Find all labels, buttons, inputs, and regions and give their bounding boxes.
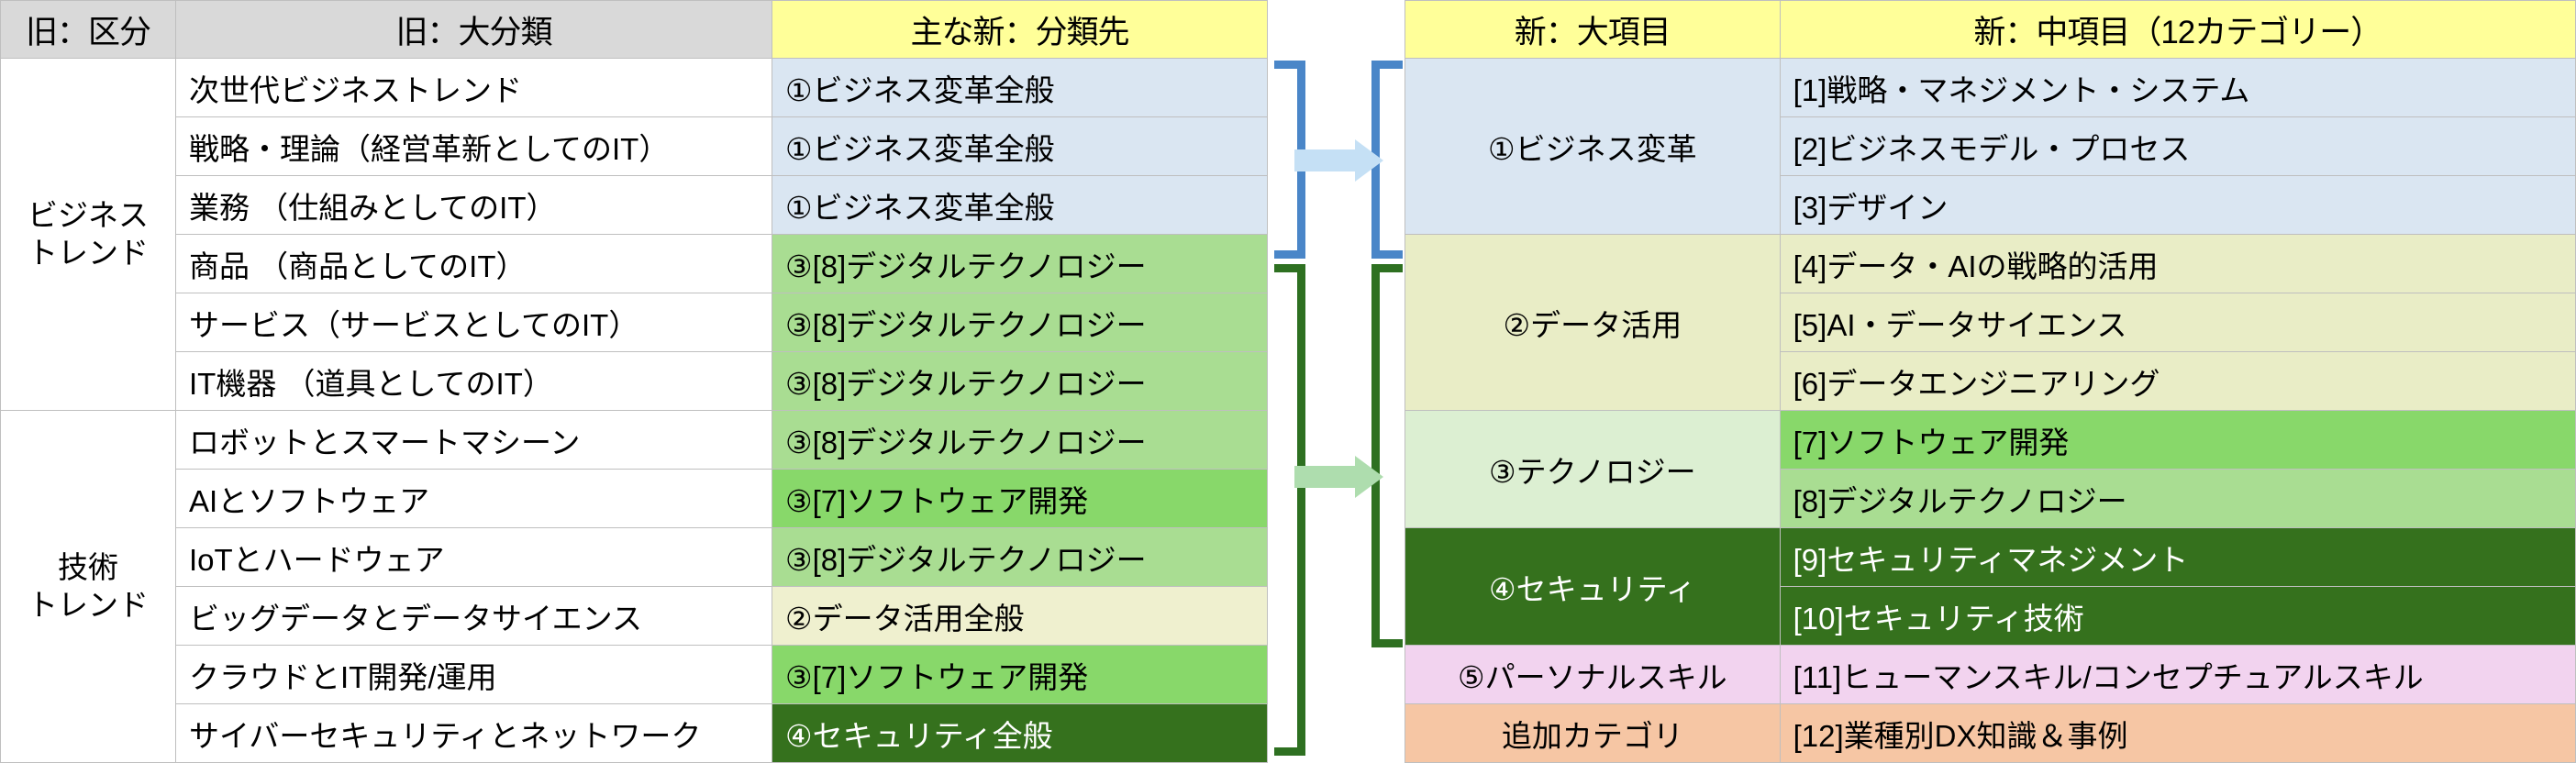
old-category-cell: 業務 （仕組みとしてのIT） (175, 175, 772, 235)
table-row: クラウドとIT開発/運用 ③[7]ソフトウェア開発 (1, 645, 1268, 704)
old-category-cell: ロボットとスマートマシーン (175, 410, 772, 470)
group-label-line2: トレンド (28, 235, 149, 270)
table-row: [5]AI・データサイエンス (1405, 293, 2576, 352)
middle-item-cell: [10]セキュリティ技術 (1779, 586, 2576, 646)
old-category-cell: AIとソフトウェア (175, 469, 772, 528)
new-destination-cell: ①ビジネス変革全般 (772, 58, 1268, 117)
new-destination-cell: ③[8]デジタルテクノロジー (772, 234, 1268, 293)
new-destination-cell: ④セキュリティ全般 (772, 703, 1268, 763)
new-destination-cell: ③[8]デジタルテクノロジー (772, 527, 1268, 587)
table-row: ビッグデータとデータサイエンス ②データ活用全般 (1, 586, 1268, 646)
table-row: AIとソフトウェア ③[7]ソフトウェア開発 (1, 469, 1268, 528)
middle-item-cell: [4]データ・AIの戦略的活用 (1779, 234, 2576, 293)
table-row: サイバーセキュリティとネットワーク ④セキュリティ全般 (1, 703, 1268, 763)
major-item-cell: ③テクノロジー (1405, 410, 1781, 528)
major-item-cell: ⑤パーソナルスキル (1405, 645, 1781, 704)
table-row: [3]デザイン (1405, 175, 2576, 235)
group-label-line2: トレンド (28, 587, 149, 622)
new-destination-cell: ③[8]デジタルテクノロジー (772, 351, 1268, 411)
table-row: [2]ビジネスモデル・プロセス (1405, 116, 2576, 176)
table-row: IoTとハードウェア ③[8]デジタルテクノロジー (1, 527, 1268, 587)
table-row: [8]デジタルテクノロジー (1405, 469, 2576, 528)
table-row: ③テクノロジー [7]ソフトウェア開発 (1405, 410, 2576, 528)
table-row: 業務 （仕組みとしてのIT） ①ビジネス変革全般 (1, 175, 1268, 235)
old-category-cell: サイバーセキュリティとネットワーク (175, 703, 772, 763)
blue-mapping-arrow-icon (1294, 139, 1383, 182)
old-category-cell: IoTとハードウェア (175, 527, 772, 587)
old-category-cell: IT機器 （道具としてのIT） (175, 351, 772, 411)
middle-item-cell: [11]ヒューマンスキル/コンセプチュアルスキル (1779, 645, 2576, 704)
green-bracket-left (1274, 264, 1305, 756)
group-cell-technology-trend: 技術 トレンド (0, 410, 176, 763)
middle-item-cell: [3]デザイン (1779, 175, 2576, 235)
major-item-cell: ④セキュリティ (1405, 527, 1781, 646)
middle-item-cell: [5]AI・データサイエンス (1779, 293, 2576, 352)
old-classification-table: 旧：区分 旧：大分類 主な新：分類先 ビジネス トレンド 次世代ビジネストレンド… (0, 0, 1268, 763)
old-category-cell: ビッグデータとデータサイエンス (175, 586, 772, 646)
left-table-header-row: 旧：区分 旧：大分類 主な新：分類先 (0, 0, 1268, 59)
new-destination-cell: ①ビジネス変革全般 (772, 116, 1268, 176)
middle-item-cell: [6]データエンジニアリング (1779, 351, 2576, 411)
table-row: ④セキュリティ [9]セキュリティマネジメント (1405, 527, 2576, 646)
new-destination-cell: ③[8]デジタルテクノロジー (772, 293, 1268, 352)
middle-item-cell: [12]業種別DX知識＆事例 (1779, 703, 2576, 763)
new-destination-cell: ③[8]デジタルテクノロジー (772, 410, 1268, 470)
old-category-cell: 商品 （商品としてのIT） (175, 234, 772, 293)
table-row: ⑤パーソナルスキル [11]ヒューマンスキル/コンセプチュアルスキル (1405, 645, 2576, 704)
table-row: [10]セキュリティ技術 (1405, 586, 2576, 646)
new-classification-table: 新：大項目 新：中項目（12カテゴリー） ①ビジネス変革 [1]戦略・マネジメン… (1405, 0, 2576, 763)
group-cell-business-trend: ビジネス トレンド (0, 58, 176, 411)
table-row: IT機器 （道具としてのIT） ③[8]デジタルテクノロジー (1, 351, 1268, 411)
table-row: 技術 トレンド ロボットとスマートマシーン ③[8]デジタルテクノロジー (0, 410, 1268, 763)
new-destination-cell: ①ビジネス変革全般 (772, 175, 1268, 235)
header-new-daikomoku: 新：大項目 (1405, 0, 1781, 59)
table-row: 商品 （商品としてのIT） ③[8]デジタルテクノロジー (1, 234, 1268, 293)
major-item-cell: ①ビジネス変革 (1405, 58, 1781, 235)
table-row: ①ビジネス変革 [1]戦略・マネジメント・システム (1405, 58, 2576, 235)
old-category-cell: 次世代ビジネストレンド (175, 58, 772, 117)
new-destination-cell: ③[7]ソフトウェア開発 (772, 469, 1268, 528)
middle-item-cell: [9]セキュリティマネジメント (1779, 527, 2576, 587)
header-old-kubun: 旧：区分 (0, 0, 176, 59)
group-label-line1: 技術 (58, 550, 118, 585)
old-category-cell: 戦略・理論（経営革新としてのIT） (175, 116, 772, 176)
table-row: 追加カテゴリ [12]業種別DX知識＆事例 (1405, 703, 2576, 763)
table-row: ビジネス トレンド 次世代ビジネストレンド ①ビジネス変革全般 (0, 58, 1268, 411)
table-row: ②データ活用 [4]データ・AIの戦略的活用 (1405, 234, 2576, 411)
table-row: サービス（サービスとしてのIT） ③[8]デジタルテクノロジー (1, 293, 1268, 352)
middle-item-cell: [7]ソフトウェア開発 (1779, 410, 2576, 470)
group-label-line1: ビジネス (28, 198, 149, 233)
table-row: 戦略・理論（経営革新としてのIT） ①ビジネス変革全般 (1, 116, 1268, 176)
major-item-cell: 追加カテゴリ (1405, 703, 1781, 763)
header-old-bunrui: 旧：大分類 (175, 0, 772, 59)
new-destination-cell: ③[7]ソフトウェア開発 (772, 645, 1268, 704)
middle-item-cell: [2]ビジネスモデル・プロセス (1779, 116, 2576, 176)
header-new-chukomoku: 新：中項目（12カテゴリー） (1779, 0, 2576, 59)
old-category-cell: サービス（サービスとしてのIT） (175, 293, 772, 352)
middle-item-cell: [1]戦略・マネジメント・システム (1779, 58, 2576, 117)
new-destination-cell: ②データ活用全般 (772, 586, 1268, 646)
old-category-cell: クラウドとIT開発/運用 (175, 645, 772, 704)
right-table-header-row: 新：大項目 新：中項目（12カテゴリー） (1405, 0, 2576, 59)
green-mapping-arrow-icon (1294, 456, 1383, 498)
major-item-cell: ②データ活用 (1405, 234, 1781, 411)
middle-item-cell: [8]デジタルテクノロジー (1779, 469, 2576, 528)
header-new-dest: 主な新：分類先 (772, 0, 1268, 59)
